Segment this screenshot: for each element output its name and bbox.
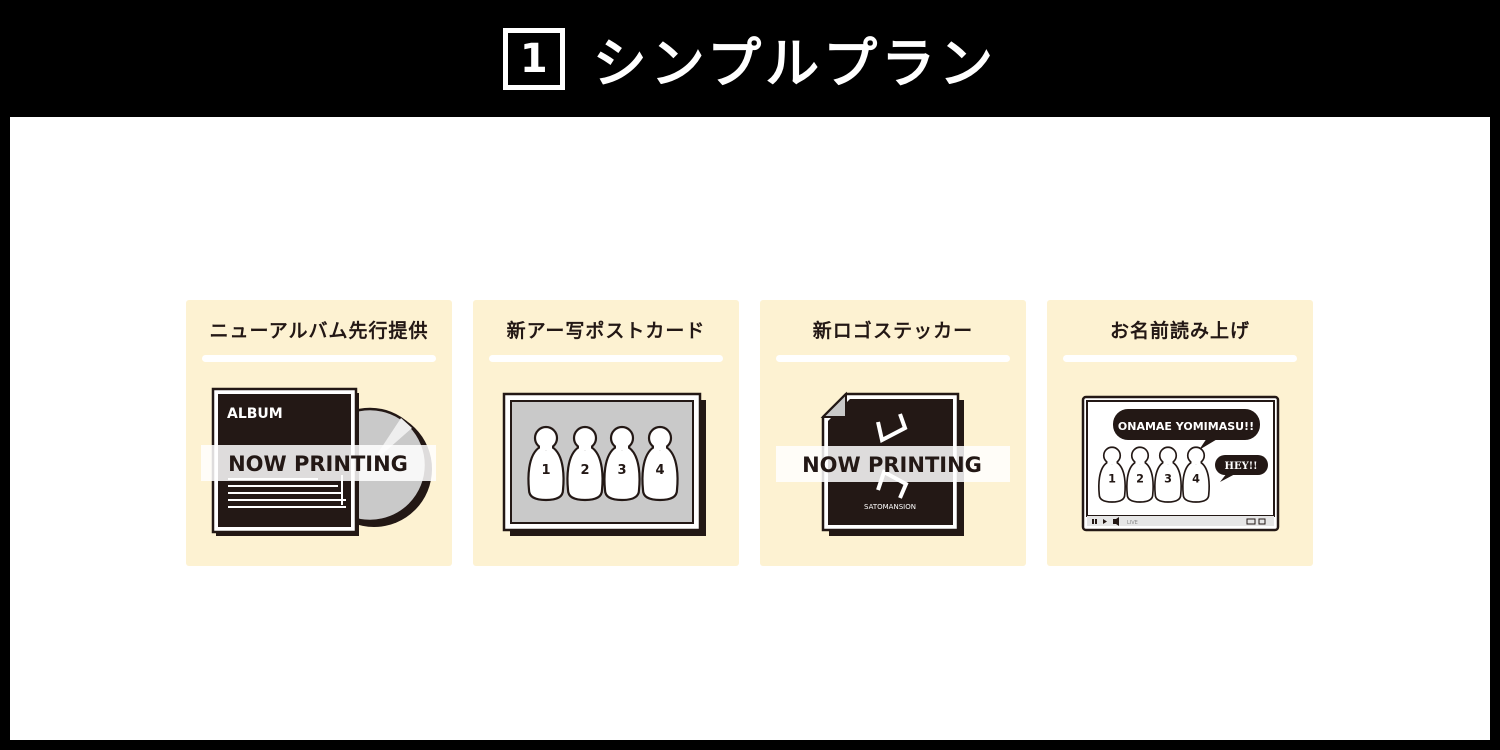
divider <box>202 355 436 362</box>
hey-text: HEY!! <box>1225 461 1258 472</box>
divider <box>489 355 723 362</box>
divider <box>1063 355 1297 362</box>
svg-text:2: 2 <box>580 463 589 478</box>
now-printing-text: NOW PRINTING <box>802 453 982 477</box>
figure: 1 <box>1098 446 1126 503</box>
svg-text:2: 2 <box>1136 473 1144 486</box>
card-title: 新ロゴステッカー <box>812 320 974 342</box>
hey-bubble <box>1215 455 1268 475</box>
player-controls <box>1092 517 1266 526</box>
now-printing-band <box>776 446 1010 482</box>
card-logo-sticker: 新ロゴステッカー SATOMANSION NOW PRINTING <box>760 300 1026 566</box>
figure: 4 <box>641 425 679 502</box>
figure: 2 <box>1126 446 1154 503</box>
now-printing-band <box>201 445 436 481</box>
plan-number: 1 <box>502 27 565 90</box>
svg-text:3: 3 <box>1164 473 1172 486</box>
album-illustration: ALBUM NOW PRINTING <box>201 387 436 536</box>
svg-text:4: 4 <box>655 463 664 478</box>
now-printing-text: NOW PRINTING <box>228 452 408 476</box>
divider <box>776 355 1010 362</box>
card-title: 新アー写ポストカード <box>506 320 706 342</box>
figure: 3 <box>1154 446 1182 503</box>
figure: 3 <box>603 425 641 502</box>
figure: 4 <box>1182 446 1210 503</box>
speech-bubble-text: ONAMAE YOMIMASU!! <box>1118 420 1254 433</box>
speech-bubble <box>1113 409 1260 440</box>
svg-text:1: 1 <box>541 463 550 478</box>
card-postcard: 新アー写ポストカード 1 2 3 4 <box>473 300 739 566</box>
figure: 2 <box>566 425 604 502</box>
figure: 1 <box>527 425 565 502</box>
logo-text: SATOMANSION <box>864 503 916 511</box>
card-name-reading: お名前読み上げ LIVE ONAMAE YOMIMASU!! HEY!! 1 2… <box>1047 300 1313 566</box>
video-illustration: LIVE ONAMAE YOMIMASU!! HEY!! 1 2 3 4 <box>1081 395 1280 532</box>
page-title: シンプルプラン <box>592 32 998 95</box>
svg-text:4: 4 <box>1192 473 1200 486</box>
postcard-illustration: 1 2 3 4 <box>502 392 706 536</box>
card-title: ニューアルバム先行提供 <box>209 320 429 342</box>
card-new-album: ニューアルバム先行提供 ALBUM NOW PRINTING <box>186 300 452 566</box>
album-label: ALBUM <box>227 406 283 422</box>
header: 1 シンプルプラン <box>0 0 1500 117</box>
live-label: LIVE <box>1127 520 1138 526</box>
sticker-illustration: SATOMANSION NOW PRINTING <box>776 391 1010 536</box>
svg-text:1: 1 <box>1108 473 1116 486</box>
svg-text:3: 3 <box>617 463 626 478</box>
card-title: お名前読み上げ <box>1109 320 1250 342</box>
